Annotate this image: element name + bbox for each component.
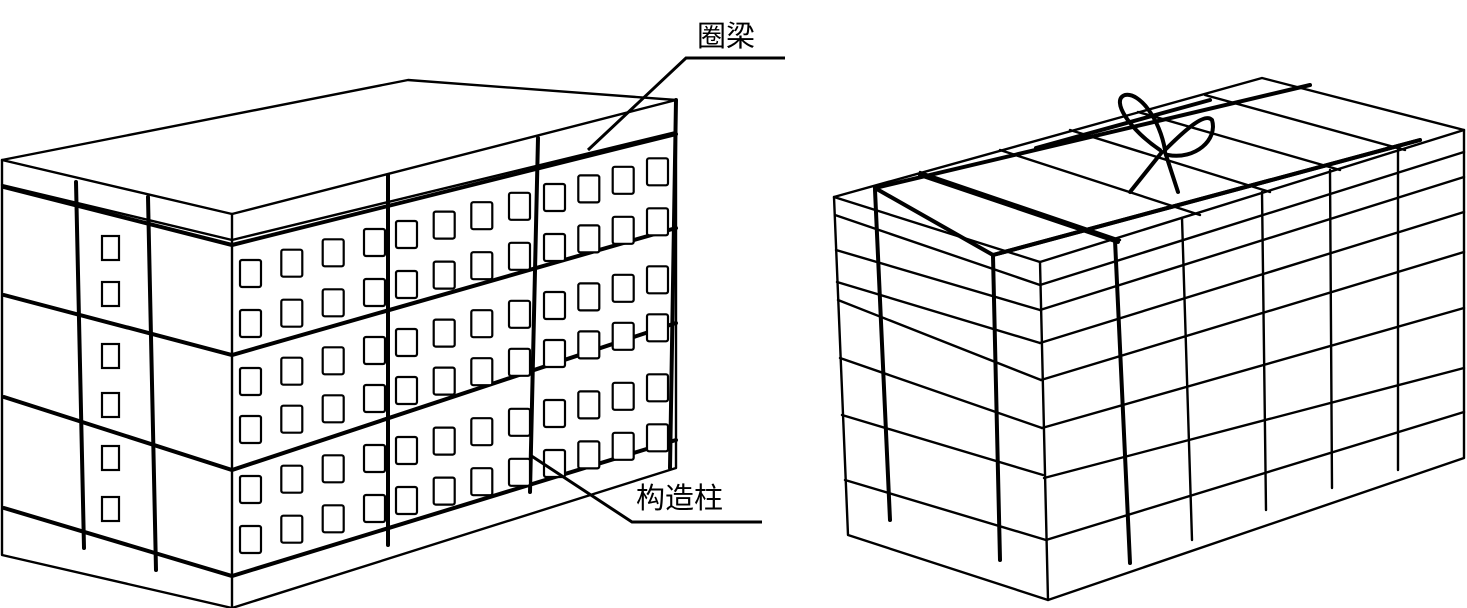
window	[507, 347, 532, 377]
window	[577, 440, 601, 470]
window	[280, 464, 304, 494]
window	[432, 260, 456, 290]
window	[470, 357, 494, 387]
tied-bundle-figure	[832, 76, 1466, 602]
bundle-outline	[832, 128, 1466, 602]
window	[507, 299, 532, 329]
building-roof	[0, 78, 678, 216]
window	[321, 346, 345, 376]
window	[238, 474, 263, 505]
window	[321, 288, 345, 318]
window	[280, 514, 304, 544]
window	[432, 366, 456, 396]
structural-column-label: 构造柱	[636, 481, 723, 515]
window	[577, 330, 601, 360]
window	[362, 443, 387, 474]
window	[611, 381, 635, 411]
facade-windows	[238, 157, 670, 555]
ring-beam-label: 圈梁	[697, 19, 755, 53]
window	[542, 338, 567, 369]
window	[362, 335, 387, 366]
window	[542, 182, 567, 213]
window	[645, 265, 670, 295]
window	[470, 309, 494, 339]
bundle-layers-end	[833, 213, 1048, 542]
window	[362, 227, 387, 258]
window	[645, 157, 670, 187]
rope-bow-knot	[1118, 92, 1215, 194]
window	[394, 269, 419, 300]
window	[100, 444, 121, 472]
window	[321, 454, 345, 484]
window	[507, 457, 532, 487]
window	[238, 366, 263, 397]
window	[507, 191, 532, 221]
window	[542, 448, 567, 479]
window	[100, 391, 121, 419]
window	[507, 241, 532, 271]
window	[394, 219, 419, 250]
window	[394, 375, 419, 406]
window	[394, 327, 419, 358]
window	[577, 282, 601, 312]
window	[394, 435, 419, 466]
window	[100, 234, 121, 262]
window	[238, 258, 263, 289]
window	[280, 298, 304, 328]
window	[470, 417, 494, 447]
window	[645, 207, 670, 237]
window	[611, 431, 635, 461]
window	[542, 398, 567, 429]
window	[542, 290, 567, 321]
window	[577, 174, 601, 204]
window	[238, 308, 263, 339]
window	[362, 383, 387, 414]
end-wall-windows	[100, 234, 121, 523]
ring-beam-leader	[586, 56, 785, 152]
window	[611, 321, 635, 351]
window	[432, 210, 456, 240]
window	[577, 390, 601, 420]
window	[362, 277, 387, 308]
window	[238, 524, 263, 555]
bundle-layers-long	[1038, 150, 1466, 542]
window	[470, 251, 494, 281]
window	[238, 414, 263, 445]
rope-bands	[873, 83, 1422, 565]
window	[100, 280, 121, 308]
bundle-divisions	[1180, 148, 1400, 542]
window	[432, 426, 456, 456]
bundle-corner-edge	[1038, 260, 1050, 602]
window	[432, 318, 456, 348]
window	[100, 342, 121, 370]
window	[645, 423, 670, 453]
building-outline	[0, 130, 678, 608]
window	[611, 215, 635, 245]
window	[645, 373, 670, 403]
window	[321, 238, 345, 268]
window	[645, 313, 670, 343]
window	[470, 201, 494, 231]
window	[321, 394, 345, 424]
window	[280, 248, 304, 278]
window	[321, 504, 345, 534]
building-figure: 圈梁 构造柱	[0, 19, 785, 608]
window	[280, 404, 304, 434]
structural-columns	[74, 98, 678, 572]
window	[394, 485, 419, 516]
window	[611, 273, 635, 303]
window	[362, 493, 387, 524]
window	[432, 476, 456, 506]
window	[470, 467, 494, 497]
structural-column-leader	[529, 453, 762, 524]
window	[611, 165, 635, 195]
window	[542, 232, 567, 263]
window	[100, 495, 121, 523]
window	[577, 224, 601, 254]
window	[280, 356, 304, 386]
window	[507, 407, 532, 437]
